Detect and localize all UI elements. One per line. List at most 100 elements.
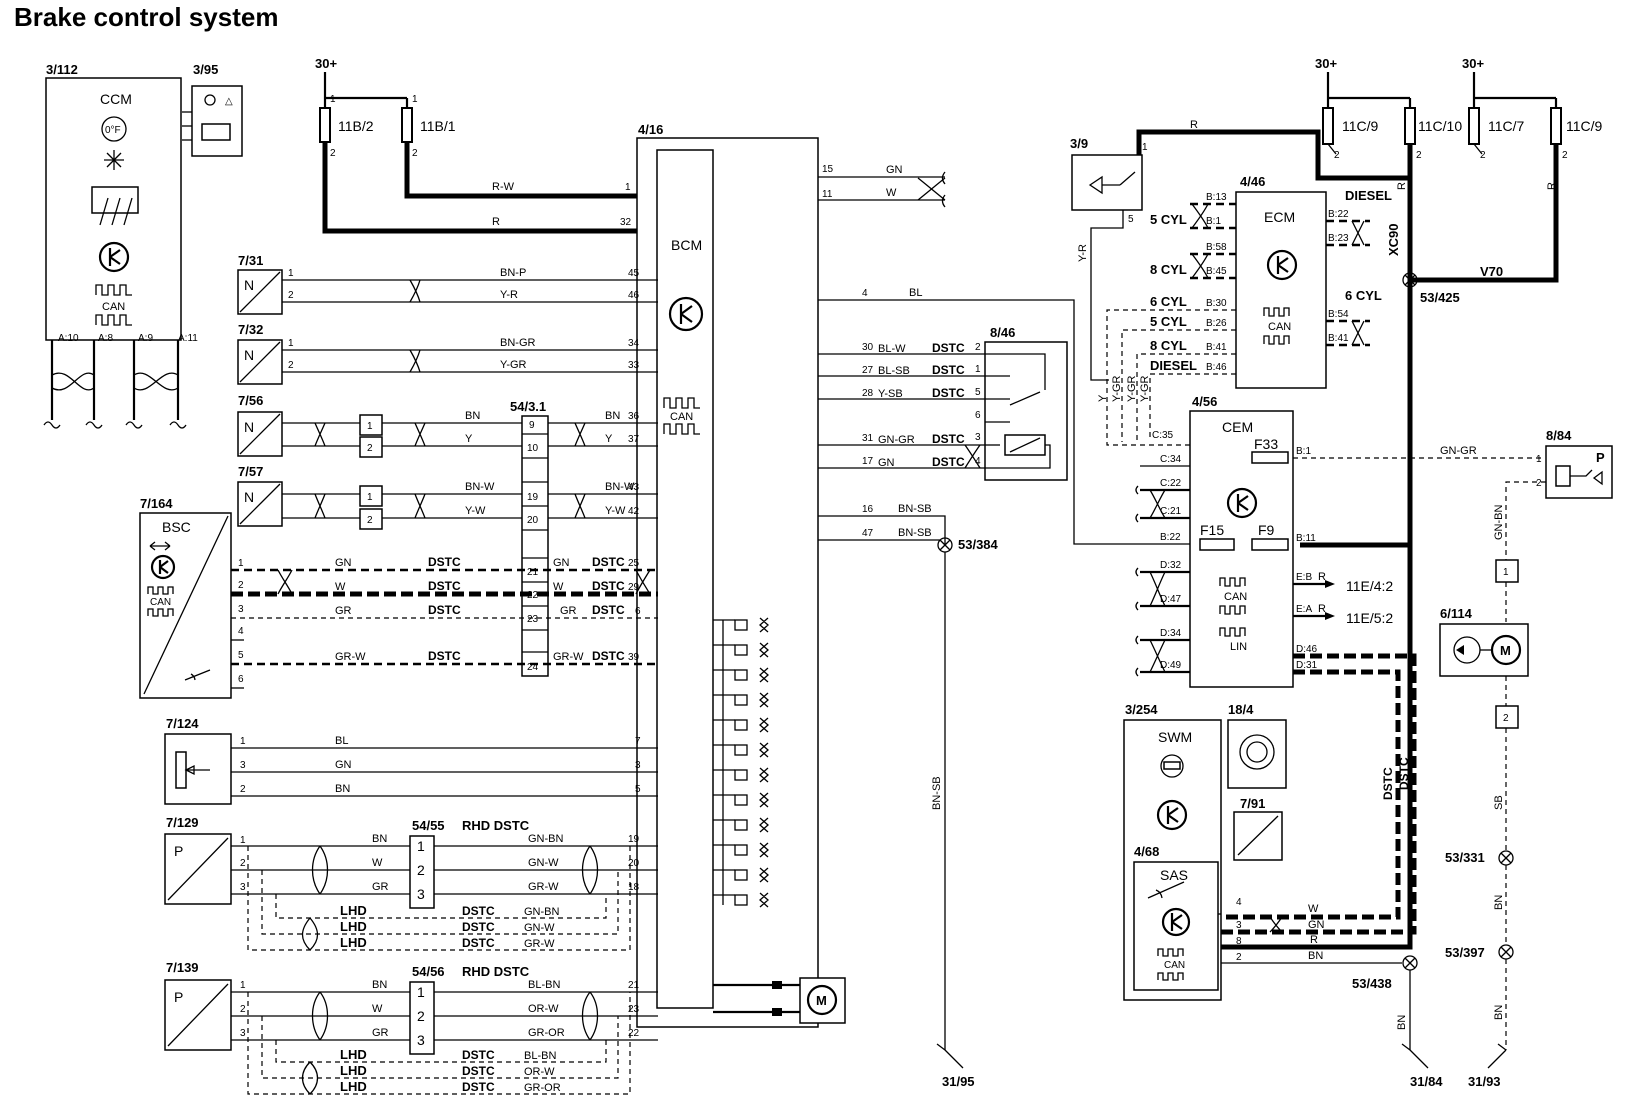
svg-text:DSTC: DSTC xyxy=(462,904,495,918)
svg-text:GR-W: GR-W xyxy=(524,938,555,950)
svg-text:N: N xyxy=(244,419,254,435)
svg-text:GN-W: GN-W xyxy=(524,922,555,934)
svg-text:15: 15 xyxy=(822,164,834,175)
svg-text:BN: BN xyxy=(372,979,387,991)
svg-text:XC90: XC90 xyxy=(1386,223,1401,256)
svg-text:Y-GR: Y-GR xyxy=(1126,375,1138,402)
svg-text:3: 3 xyxy=(417,1032,425,1048)
svg-text:C:35: C:35 xyxy=(1152,430,1174,441)
svg-text:Y: Y xyxy=(605,433,613,445)
svg-text:1: 1 xyxy=(1536,454,1542,465)
ccm-module: 3/112 CCM 0°F CAN A:10 A:8 A:9 A:11 xyxy=(43,62,198,429)
svg-text:BN: BN xyxy=(1493,895,1505,910)
svg-text:F15: F15 xyxy=(1200,522,1224,538)
svg-text:3: 3 xyxy=(240,882,246,893)
fuse-11b1-label: 11B/1 xyxy=(420,118,456,134)
svg-text:BL: BL xyxy=(335,735,348,747)
svg-text:21: 21 xyxy=(527,567,539,578)
svg-text:△: △ xyxy=(225,96,233,107)
svg-text:20: 20 xyxy=(527,515,539,526)
svg-text:CAN: CAN xyxy=(1268,321,1291,333)
svg-text:1: 1 xyxy=(367,492,373,503)
svg-text:7/31: 7/31 xyxy=(238,253,263,268)
svg-text:B:30: B:30 xyxy=(1206,298,1227,309)
svg-text:32: 32 xyxy=(620,217,632,228)
svg-text:1: 1 xyxy=(288,268,294,279)
svg-text:8 CYL: 8 CYL xyxy=(1150,338,1187,353)
svg-text:2: 2 xyxy=(240,784,246,795)
svg-text:2: 2 xyxy=(288,360,294,371)
svg-text:4/56: 4/56 xyxy=(1192,394,1217,409)
svg-text:GN-GR: GN-GR xyxy=(878,434,915,446)
svg-text:DSTC: DSTC xyxy=(592,603,625,617)
svg-text:Y-W: Y-W xyxy=(605,505,626,517)
swm-module: 3/254 SWM 18/4 7/91 4/68 SAS CAN 4 3 8 2… xyxy=(1123,545,1443,1089)
svg-text:53/397: 53/397 xyxy=(1445,945,1485,960)
svg-text:11C/9: 11C/9 xyxy=(1566,118,1603,134)
svg-text:GN: GN xyxy=(553,557,570,569)
svg-text:GN: GN xyxy=(335,759,352,771)
svg-text:7/91: 7/91 xyxy=(1240,796,1265,811)
svg-text:BN: BN xyxy=(1493,1005,1505,1020)
svg-text:ECM: ECM xyxy=(1264,209,1295,225)
svg-text:5 CYL: 5 CYL xyxy=(1150,314,1187,329)
svg-text:GN-BN: GN-BN xyxy=(1493,505,1505,541)
svg-text:2: 2 xyxy=(1503,713,1509,724)
brake-light-switch-3-9: 3/9 1 5 R Y-R xyxy=(1070,119,1413,548)
svg-text:8 CYL: 8 CYL xyxy=(1150,262,1187,277)
svg-text:2: 2 xyxy=(1562,150,1568,161)
svg-text:GN: GN xyxy=(1308,919,1325,931)
svg-text:47: 47 xyxy=(862,528,874,539)
fuse-11b2-label: 11B/2 xyxy=(338,118,374,134)
svg-text:19: 19 xyxy=(628,834,640,845)
svg-text:3/254: 3/254 xyxy=(1125,702,1158,717)
svg-text:7/124: 7/124 xyxy=(166,716,199,731)
svg-text:7/164: 7/164 xyxy=(140,496,173,511)
ccm-pin-a10: A:10 xyxy=(58,333,79,344)
svg-text:18: 18 xyxy=(628,882,640,893)
ccm-pin-a9: A:9 xyxy=(138,333,153,344)
svg-text:D:46: D:46 xyxy=(1296,644,1318,655)
svg-text:2: 2 xyxy=(288,290,294,301)
svg-text:11: 11 xyxy=(822,189,833,200)
svg-text:21: 21 xyxy=(628,980,640,991)
svg-text:LHD: LHD xyxy=(340,1079,367,1094)
pressure-switch-8-84: 8/84 P 1 2 GN-BN xyxy=(1493,428,1613,560)
svg-text:BL-BN: BL-BN xyxy=(528,979,560,991)
svg-text:2: 2 xyxy=(1480,150,1486,161)
svg-text:1: 1 xyxy=(240,835,246,846)
svg-text:2: 2 xyxy=(417,862,425,878)
earth-31-95: 31/95 xyxy=(942,1074,975,1089)
svg-text:W: W xyxy=(553,581,564,593)
svg-text:SB: SB xyxy=(1493,795,1505,810)
svg-text:GR-W: GR-W xyxy=(335,651,366,663)
temperature-sensor-icon xyxy=(101,116,127,142)
svg-text:LIN: LIN xyxy=(1230,641,1247,653)
svg-text:DSTC: DSTC xyxy=(592,579,625,593)
svg-text:11C/9: 11C/9 xyxy=(1342,118,1379,134)
svg-text:8: 8 xyxy=(1236,936,1242,947)
svg-text:DSTC: DSTC xyxy=(462,1080,495,1094)
svg-text:R: R xyxy=(1546,182,1558,190)
svg-text:SAS: SAS xyxy=(1160,867,1188,883)
svg-text:25: 25 xyxy=(628,558,640,569)
svg-text:DSTC: DSTC xyxy=(462,1064,495,1078)
svg-text:37: 37 xyxy=(628,434,640,445)
svg-text:31: 31 xyxy=(862,433,874,444)
svg-text:B:23: B:23 xyxy=(1328,233,1349,244)
svg-text:DSTC: DSTC xyxy=(428,603,461,617)
svg-text:C:21: C:21 xyxy=(1160,506,1182,517)
svg-text:GN-W: GN-W xyxy=(528,857,559,869)
svg-text:6 CYL: 6 CYL xyxy=(1345,288,1382,303)
svg-text:DSTC: DSTC xyxy=(1381,767,1395,800)
svg-text:4/46: 4/46 xyxy=(1240,174,1265,189)
svg-text:DIESEL: DIESEL xyxy=(1345,188,1392,203)
svg-text:Y: Y xyxy=(1097,394,1109,402)
svg-text:DSTC: DSTC xyxy=(932,363,965,377)
svg-text:Y-SB: Y-SB xyxy=(878,388,903,400)
svg-text:OR-W: OR-W xyxy=(524,1066,555,1078)
svg-text:Y-W: Y-W xyxy=(465,505,486,517)
svg-text:46: 46 xyxy=(628,290,640,301)
